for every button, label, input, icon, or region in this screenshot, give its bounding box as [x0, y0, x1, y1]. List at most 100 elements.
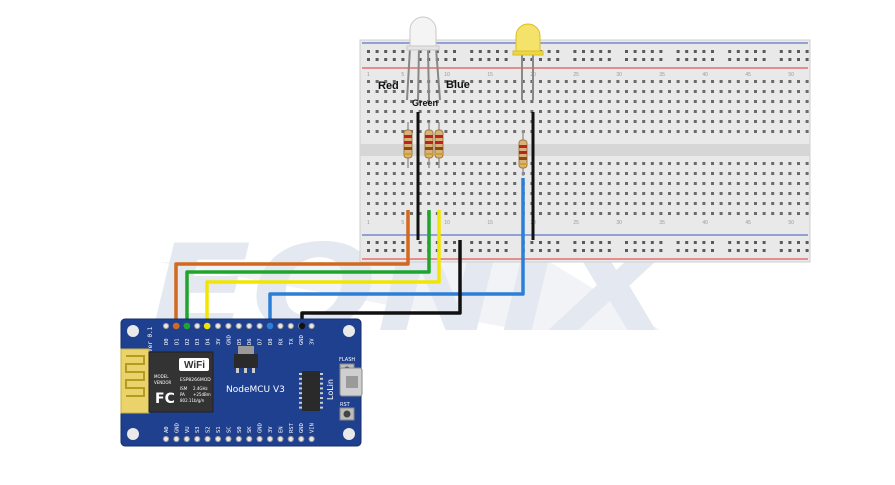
breadboard-hole[interactable]: [547, 110, 551, 113]
breadboard-hole[interactable]: [564, 90, 568, 93]
breadboard-hole[interactable]: [539, 90, 542, 93]
breadboard-hole[interactable]: [736, 130, 740, 133]
breadboard-hole[interactable]: [496, 110, 499, 113]
breadboard-hole[interactable]: [771, 212, 775, 215]
breadboard-hole[interactable]: [736, 192, 740, 195]
breadboard-hole[interactable]: [478, 120, 482, 123]
breadboard-hole[interactable]: [797, 90, 800, 93]
breadboard-hole[interactable]: [616, 80, 620, 83]
breadboard-hole[interactable]: [599, 120, 603, 123]
breadboard-hole[interactable]: [556, 249, 560, 252]
breadboard-hole[interactable]: [582, 120, 585, 123]
breadboard-hole[interactable]: [745, 100, 749, 103]
header-pin[interactable]: [235, 322, 242, 330]
breadboard-hole[interactable]: [392, 182, 396, 185]
breadboard-hole[interactable]: [754, 80, 757, 83]
breadboard-hole[interactable]: [685, 249, 689, 252]
breadboard-hole[interactable]: [779, 110, 783, 113]
breadboard-hole[interactable]: [573, 241, 577, 244]
breadboard-hole[interactable]: [564, 192, 568, 195]
breadboard-hole[interactable]: [418, 90, 422, 93]
breadboard-hole[interactable]: [435, 100, 439, 103]
header-pin[interactable]: [246, 322, 253, 330]
breadboard-hole[interactable]: [599, 202, 603, 205]
breadboard-hole[interactable]: [401, 172, 405, 175]
breadboard-hole[interactable]: [539, 182, 542, 185]
breadboard-hole[interactable]: [453, 100, 456, 103]
breadboard-hole[interactable]: [521, 90, 525, 93]
breadboard-hole[interactable]: [616, 130, 620, 133]
breadboard-hole[interactable]: [754, 182, 757, 185]
breadboard-hole[interactable]: [771, 130, 775, 133]
breadboard-hole[interactable]: [625, 162, 628, 165]
breadboard-hole[interactable]: [779, 100, 783, 103]
breadboard-hole[interactable]: [779, 249, 783, 252]
breadboard-hole[interactable]: [805, 120, 809, 123]
breadboard-hole[interactable]: [513, 182, 517, 185]
breadboard-hole[interactable]: [496, 162, 499, 165]
breadboard-hole[interactable]: [719, 100, 723, 103]
breadboard-hole[interactable]: [788, 202, 792, 205]
breadboard-hole[interactable]: [564, 162, 568, 165]
breadboard-hole[interactable]: [478, 202, 482, 205]
breadboard-hole[interactable]: [728, 50, 732, 53]
breadboard-hole[interactable]: [659, 130, 663, 133]
breadboard-hole[interactable]: [530, 249, 534, 252]
breadboard-hole[interactable]: [728, 172, 732, 175]
breadboard-hole[interactable]: [367, 192, 370, 195]
breadboard-hole[interactable]: [693, 162, 697, 165]
breadboard-hole[interactable]: [676, 130, 680, 133]
breadboard-hole[interactable]: [693, 90, 697, 93]
breadboard-hole[interactable]: [797, 100, 800, 103]
breadboard-hole[interactable]: [797, 182, 800, 185]
breadboard-hole[interactable]: [736, 202, 740, 205]
breadboard-hole[interactable]: [797, 58, 800, 61]
header-pin[interactable]: [225, 322, 232, 330]
breadboard-hole[interactable]: [582, 172, 585, 175]
breadboard-hole[interactable]: [444, 120, 448, 123]
breadboard-hole[interactable]: [762, 212, 766, 215]
breadboard-hole[interactable]: [539, 120, 542, 123]
breadboard-hole[interactable]: [676, 172, 680, 175]
breadboard-hole[interactable]: [504, 202, 508, 205]
breadboard-hole[interactable]: [745, 50, 749, 53]
breadboard-hole[interactable]: [625, 50, 628, 53]
breadboard-hole[interactable]: [496, 249, 499, 252]
breadboard-hole[interactable]: [805, 110, 809, 113]
breadboard-hole[interactable]: [461, 182, 465, 185]
breadboard-hole[interactable]: [487, 100, 491, 103]
breadboard-hole[interactable]: [487, 130, 491, 133]
breadboard-hole[interactable]: [573, 80, 577, 83]
breadboard-hole[interactable]: [470, 202, 474, 205]
breadboard-hole[interactable]: [478, 192, 482, 195]
breadboard-hole[interactable]: [410, 172, 413, 175]
breadboard-hole[interactable]: [668, 90, 671, 93]
breadboard-hole[interactable]: [754, 110, 757, 113]
breadboard-hole[interactable]: [779, 90, 783, 93]
breadboard-hole[interactable]: [392, 110, 396, 113]
breadboard-hole[interactable]: [788, 130, 792, 133]
breadboard-hole[interactable]: [702, 202, 706, 205]
breadboard-hole[interactable]: [444, 80, 448, 83]
breadboard-hole[interactable]: [719, 202, 723, 205]
breadboard-hole[interactable]: [453, 90, 456, 93]
breadboard-hole[interactable]: [736, 249, 740, 252]
breadboard-hole[interactable]: [487, 90, 491, 93]
breadboard-hole[interactable]: [487, 80, 491, 83]
breadboard-hole[interactable]: [478, 50, 482, 53]
breadboard-hole[interactable]: [771, 100, 775, 103]
breadboard-hole[interactable]: [590, 241, 594, 244]
breadboard-hole[interactable]: [762, 172, 766, 175]
breadboard-hole[interactable]: [599, 212, 603, 215]
breadboard-hole[interactable]: [410, 90, 413, 93]
breadboard-hole[interactable]: [530, 241, 534, 244]
breadboard-hole[interactable]: [711, 110, 714, 113]
breadboard-hole[interactable]: [771, 90, 775, 93]
header-pin[interactable]: [308, 435, 315, 443]
breadboard-hole[interactable]: [745, 212, 749, 215]
header-pin[interactable]: [266, 435, 274, 443]
breadboard-hole[interactable]: [668, 100, 671, 103]
breadboard-hole[interactable]: [676, 90, 680, 93]
breadboard-hole[interactable]: [573, 212, 577, 215]
breadboard-hole[interactable]: [693, 202, 697, 205]
